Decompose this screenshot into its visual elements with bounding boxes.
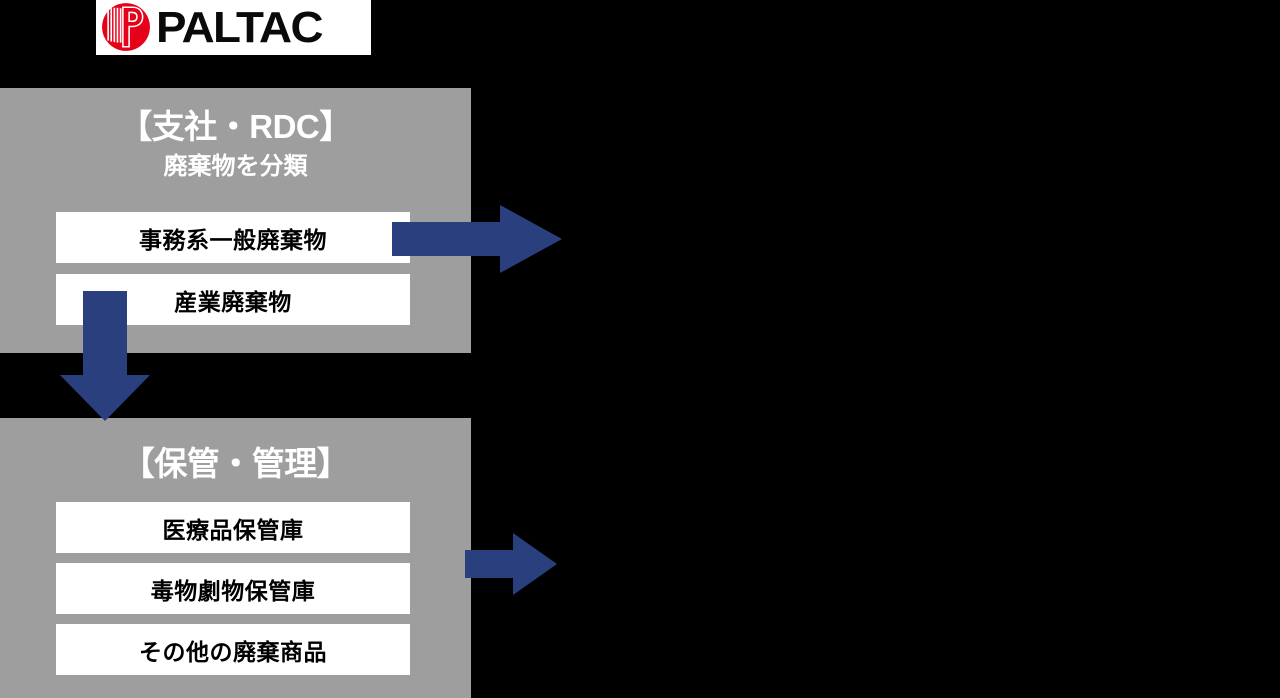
panel-storage-title: 【保管・管理】 xyxy=(121,445,350,482)
arrow-right-office-waste xyxy=(392,205,562,273)
chip-toxic-substances-storage[interactable]: 毒物劇物保管庫 xyxy=(56,563,410,614)
paltac-wordmark: PALTAC xyxy=(156,2,324,52)
panel-classify-subtitle: 廃棄物を分類 xyxy=(163,153,308,180)
panel-classify-title: 【支社・RDC】 xyxy=(119,108,352,145)
chip-medical-goods-storage[interactable]: 医療品保管庫 xyxy=(56,502,410,553)
chip-other-discarded-products[interactable]: その他の廃棄商品 xyxy=(56,624,410,675)
panel-branch-rdc-classify: 【支社・RDC】 廃棄物を分類 事務系一般廃棄物 産業廃棄物 xyxy=(0,88,471,353)
chip-office-general-waste[interactable]: 事務系一般廃棄物 xyxy=(56,212,410,263)
arrow-down-industrial-waste xyxy=(60,291,150,421)
paltac-logo: PALTAC xyxy=(96,0,371,55)
arrow-right-storage xyxy=(465,533,557,595)
paltac-circle-p-logomark xyxy=(102,2,150,51)
panel-storage-management: 【保管・管理】 医療品保管庫 毒物劇物保管庫 その他の廃棄商品 xyxy=(0,418,471,698)
